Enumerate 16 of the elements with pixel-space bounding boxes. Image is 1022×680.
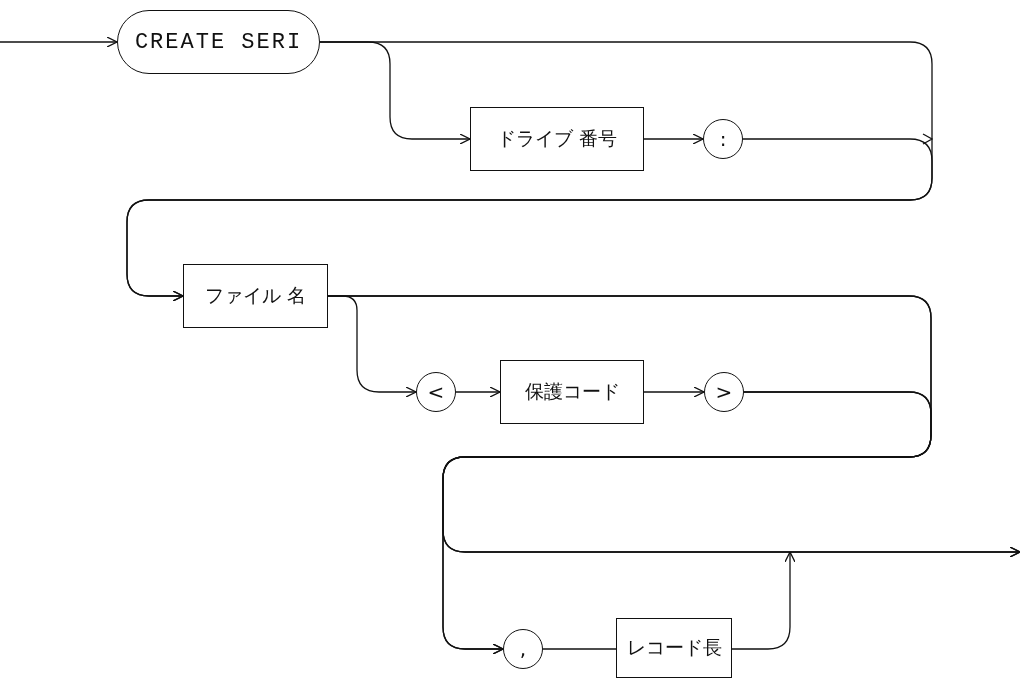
syntax-box: 保護コード (500, 360, 644, 424)
connector-arrow (455, 386, 501, 398)
syntax-box: レコード長 (616, 618, 732, 678)
connector-arrow (643, 386, 705, 398)
symbol-circle: : (703, 119, 743, 159)
symbol-circle: > (704, 372, 744, 412)
symbol-circle: < (416, 372, 456, 412)
syntax-box: ファイル 名 (183, 264, 328, 328)
symbol-circle: , (503, 629, 543, 669)
connector-arrow (442, 391, 932, 655)
connector-arrow (0, 36, 118, 48)
terminal-box: CREATE SERI (117, 10, 320, 74)
connector-arrow (126, 133, 933, 302)
connector-arrow (731, 551, 796, 650)
syntax-box: ドライブ 番号 (470, 107, 644, 171)
connector-arrow (643, 133, 704, 145)
